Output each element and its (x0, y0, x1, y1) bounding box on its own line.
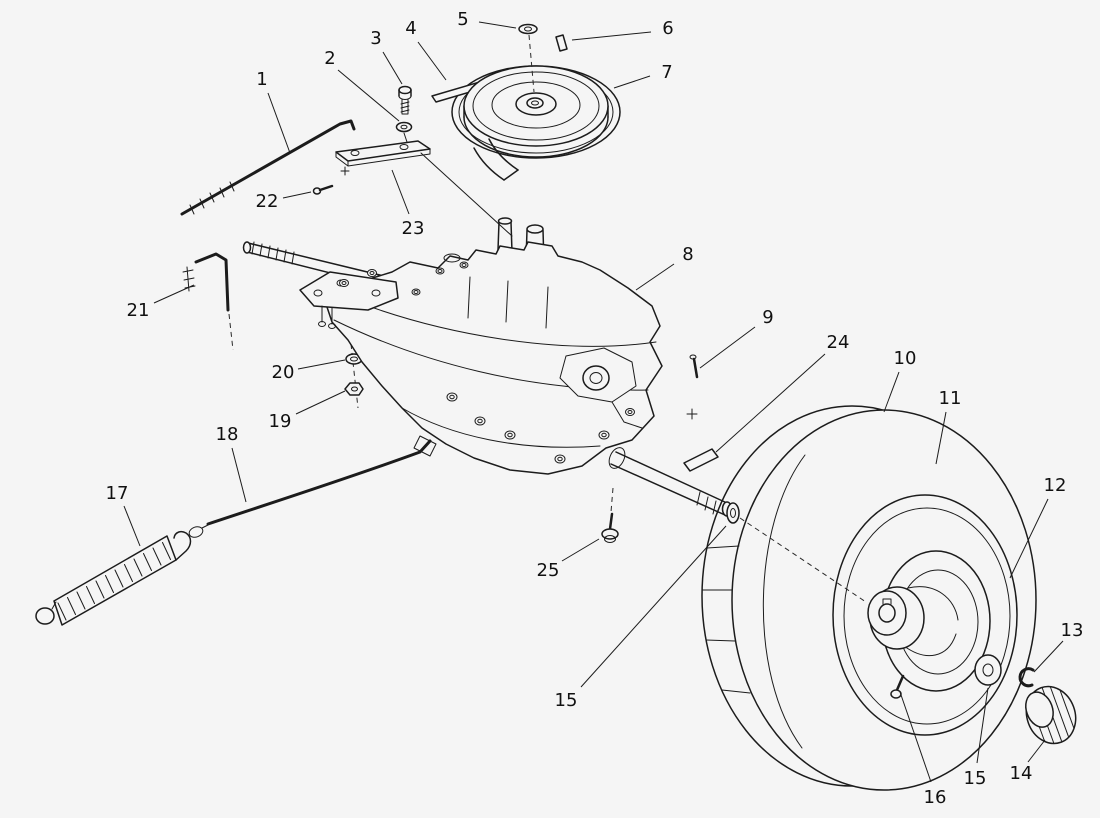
leader-line-13 (1033, 640, 1064, 673)
roll-pin (686, 354, 699, 420)
callout-label-14: 14 (1010, 763, 1033, 784)
callout-label-12: 12 (1044, 475, 1067, 496)
transaxle-housing (299, 217, 663, 475)
leader-line-3 (382, 51, 403, 85)
leader-line-22 (282, 191, 312, 199)
callout-label-13: 13 (1061, 620, 1084, 641)
leader-line-15 (976, 687, 989, 764)
callout-label-8: 8 (682, 244, 693, 265)
callout-label-17: 17 (106, 483, 129, 504)
leader-line-25 (561, 538, 600, 562)
flange-bolt (601, 487, 619, 543)
callout-label-19: 19 (269, 411, 292, 432)
leader-line-24 (715, 353, 826, 453)
callout-label-1: 1 (256, 69, 267, 90)
callout-label-18: 18 (216, 424, 239, 445)
wheel-rim (832, 494, 1018, 736)
axle-washer-outer (974, 654, 1002, 686)
callout-label-4: 4 (405, 18, 416, 39)
leader-line-11 (935, 411, 947, 465)
leader-line-16 (899, 691, 932, 783)
leader-line-7 (613, 75, 651, 89)
leader-line-14 (1027, 739, 1046, 763)
leader-line-2 (337, 69, 400, 122)
callout-label-23: 23 (402, 218, 425, 239)
callout-label-6: 6 (662, 18, 673, 39)
hook-pin (182, 252, 234, 351)
callout-label-16: 16 (924, 787, 947, 808)
leader-line-4 (417, 41, 447, 81)
brake-rod (206, 439, 432, 526)
leader-line-17 (123, 505, 141, 547)
shift-rod (180, 119, 356, 216)
leader-line-18 (231, 447, 247, 503)
leader-line-23 (391, 169, 410, 215)
callout-label-22: 22 (256, 191, 279, 212)
mounting-plate (335, 140, 513, 237)
leader-line-9 (699, 326, 756, 369)
pulley-washer (518, 23, 538, 35)
callout-label-7: 7 (661, 62, 672, 83)
callout-label-25: 25 (537, 560, 560, 581)
callout-label-20: 20 (272, 362, 295, 383)
leader-line-12 (1009, 498, 1049, 579)
leader-line-20 (297, 359, 346, 370)
leader-line-21 (153, 284, 195, 304)
valve-stem (890, 674, 905, 699)
callout-label-5: 5 (457, 9, 468, 30)
leader-line-15 (580, 525, 727, 688)
bolt-and-washer (395, 85, 413, 143)
axle-shaft (608, 447, 867, 603)
axle-key (683, 448, 719, 472)
hub-cap (1025, 685, 1077, 745)
leader-line-5 (478, 21, 517, 29)
e-ring (1018, 667, 1035, 688)
leader-line-8 (635, 263, 675, 291)
callout-label-21: 21 (127, 300, 150, 321)
input-pulley (463, 34, 609, 158)
callout-label-10: 10 (894, 348, 917, 369)
callout-label-15: 15 (964, 768, 987, 789)
leader-line-6 (571, 31, 652, 41)
callout-label-11: 11 (939, 388, 962, 409)
leader-line-19 (295, 390, 346, 415)
leader-line-1 (267, 92, 291, 154)
callout-label-24: 24 (827, 332, 850, 353)
shaft-key (555, 34, 568, 52)
small-screw (312, 184, 334, 195)
return-spring (35, 524, 209, 626)
callout-label-2: 2 (324, 48, 335, 69)
callout-label-3: 3 (370, 28, 381, 49)
leader-line-10 (883, 371, 900, 413)
callout-label-15: 15 (555, 690, 578, 711)
callout-label-9: 9 (762, 307, 773, 328)
